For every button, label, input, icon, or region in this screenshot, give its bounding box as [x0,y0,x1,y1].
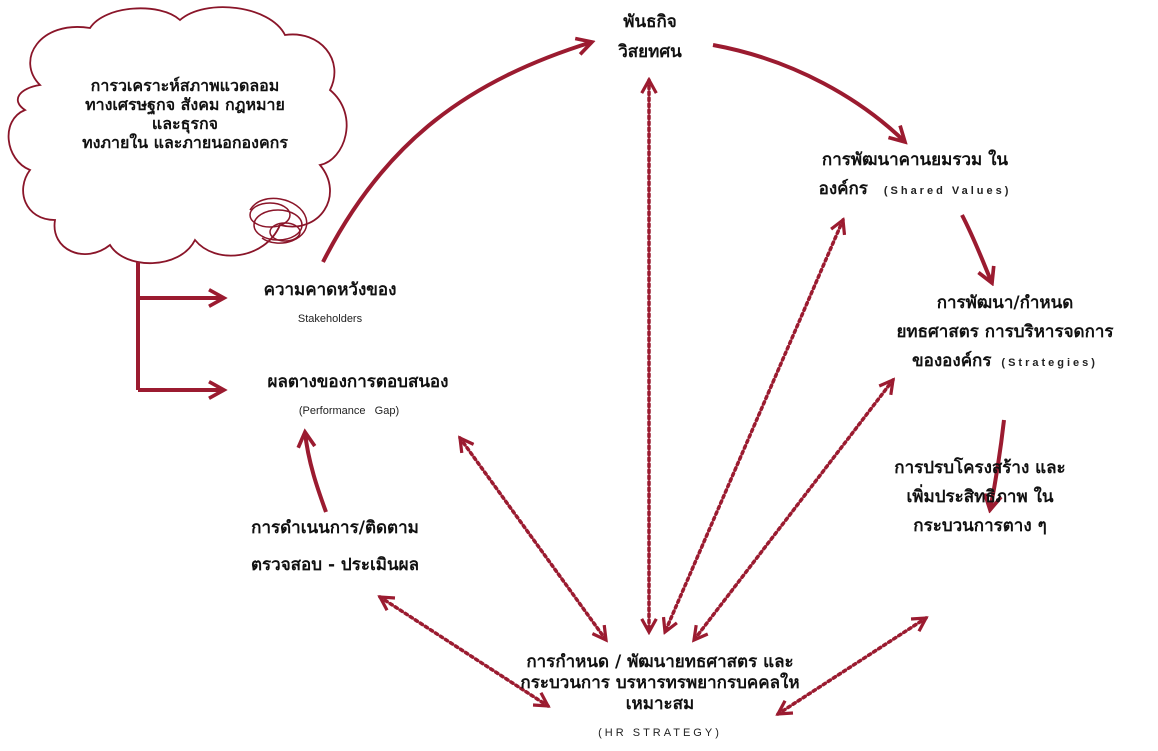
node-restructure: การปรบโครงสร้าง และ เพิ่มประสิทธิภาพ ใน … [870,458,1090,537]
hr-line-1: การกำหนด / พัฒนายทธศาสตร และ [526,652,794,672]
node-strategies: การพัฒนา/กำหนด ยทธศาสตร การบริหารจดการ ข… [860,293,1150,374]
cloud-line-2: ทางเศรษฐกจ สังคม กฎหมาย [85,95,285,114]
node-performance-gap: ผลตางของการตอบสนอง (Performance Gap) [228,372,488,419]
scribble-loops-icon [249,197,308,244]
node-shared-values: การพัฒนาคานยมรวม ใน องค์กร (Shared Value… [795,150,1035,202]
strategies-en: (Strategies) [1001,357,1098,369]
shared-values-line-2: องค์กร [818,179,868,199]
stakeholders-en: Stakeholders [297,313,363,325]
expectations-label: ความคาดหวังของ [263,280,397,300]
strategies-line-1: การพัฒนา/กำหนด [936,293,1074,313]
operation-line-2: ตรวจสอบ - ประเมินผล [250,555,420,575]
dotted-arrow-strategies-hr [694,380,893,640]
mission-label: พันธกิจ [623,12,677,32]
cloud-line-4: ทงภายใน และภายนอกองคกร [82,133,288,152]
shared-values-en: (Shared Values) [883,185,1012,197]
cloud-line-3: และธุรกจ [151,114,219,133]
restructure-line-3: กระบวนการตาง ๆ [913,516,1047,536]
dotted-arrow-values-hr [665,220,843,632]
gap-en: (Performance Gap) [298,405,400,417]
arrow-values-to-strategies [960,214,992,283]
arrow-strategies-to-restructure [990,419,1006,510]
restructure-line-2: เพิ่มประสิทธิภาพ ใน [906,487,1054,507]
arrow-expectations-to-mission [321,42,592,263]
arrow-operation-to-gap [305,432,328,513]
dotted-arrow-restructure-hr [778,618,926,714]
shared-values-line-1: การพัฒนาคานยมรวม ใน [821,150,1009,170]
vision-label: วิสยทศน [618,42,682,62]
hr-strategy-en: (HR STRATEGY) [598,727,722,739]
cloud-line-1: การวเคราะห์สภาพแวดลอม [90,76,280,95]
cloud-bracket-arrows [136,262,224,390]
hr-line-3: เหมาะสม [625,694,695,714]
dotted-arrow-operation-hr [380,597,548,706]
cloud-analysis-text: การวเคราะห์สภาพแวดลอม ทางเศรษฐกจ สังคม ก… [40,76,330,152]
hr-line-2: กระบวนการ บรหารทรพยากรบคคลให [520,673,800,693]
node-stakeholder-expectations: ความคาดหวังของ Stakeholders [235,280,425,327]
restructure-line-1: การปรบโครงสร้าง และ [894,458,1066,478]
operation-line-1: การดำเนนการ/ติดตาม [251,518,419,538]
strategies-line-2: ยทธศาสตร การบริหารจดการ [896,322,1114,342]
node-hr-strategy: การกำหนด / พัฒนายทธศาสตร และ กระบวนการ บ… [470,652,850,744]
gap-label: ผลตางของการตอบสนอง [267,372,449,392]
node-operation-monitoring: การดำเนนการ/ติดตาม ตรวจสอบ - ประเมินผล [225,518,445,576]
arrow-mission-to-values [712,43,905,142]
node-mission-vision: พันธกิจ วิสยทศน [590,12,710,63]
strategies-line-3: ขององค์กร [912,351,992,371]
dotted-arrow-gap-hr [460,438,606,640]
